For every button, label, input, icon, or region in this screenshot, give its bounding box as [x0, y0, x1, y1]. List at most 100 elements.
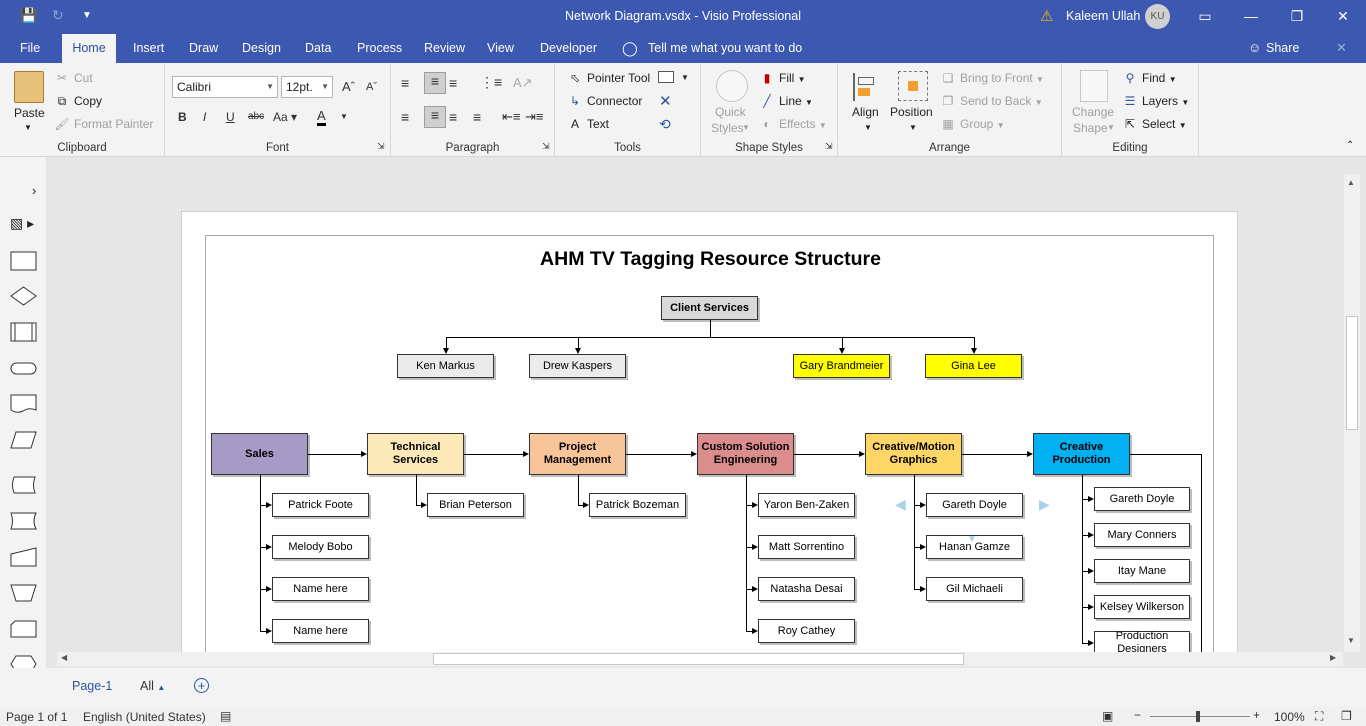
- member-node[interactable]: Matt Sorrentino: [758, 535, 855, 559]
- drawing-canvas[interactable]: AHM TV Tagging Resource Structure Client…: [57, 174, 1343, 652]
- align-icon[interactable]: [853, 73, 875, 101]
- quick-styles-button[interactable]: Quick: [715, 105, 746, 119]
- change-case-icon[interactable]: Aa ▾: [273, 110, 298, 124]
- tab-draw[interactable]: Draw: [189, 41, 219, 55]
- group-button[interactable]: ▦Group ▼: [940, 117, 1004, 131]
- member-node[interactable]: Production Designers: [1094, 630, 1190, 652]
- page-count[interactable]: Page 1 of 1: [6, 710, 68, 724]
- stencil-icon[interactable]: ▧ ▸: [10, 215, 35, 231]
- increase-indent-icon[interactable]: ⇥≡: [525, 109, 544, 124]
- paragraph-dialog-launcher-icon[interactable]: ⇲: [542, 141, 550, 151]
- member-node[interactable]: Mary Conners: [1094, 523, 1190, 547]
- tell-me-search[interactable]: Tell me what you want to do: [648, 41, 803, 55]
- manager-node[interactable]: Gina Lee: [925, 354, 1022, 378]
- layers-button[interactable]: ☰Layers ▼: [1122, 94, 1190, 108]
- decrease-indent-icon[interactable]: ⇤≡: [502, 109, 521, 124]
- fill-button[interactable]: ▮Fill ▼: [759, 71, 806, 85]
- italic-icon[interactable]: I: [203, 110, 207, 124]
- subprocess-shape-icon[interactable]: [10, 322, 37, 342]
- position-button[interactable]: Position: [890, 105, 933, 119]
- tab-home[interactable]: Home: [62, 34, 116, 63]
- send-to-back-button[interactable]: ❐Send to Back ▼: [940, 94, 1043, 108]
- zoom-slider-thumb[interactable]: [1196, 711, 1200, 722]
- horizontal-scrollbar[interactable]: ◀ ▶: [57, 652, 1343, 666]
- minimize-button[interactable]: —: [1244, 8, 1258, 24]
- position-dropdown-icon[interactable]: ▼: [909, 123, 917, 132]
- connector-button[interactable]: ↳Connector: [567, 94, 642, 108]
- font-color-icon[interactable]: A: [317, 109, 326, 126]
- quick-styles-label-2[interactable]: Styles: [711, 121, 744, 135]
- collapse-ribbon-icon[interactable]: ✕: [1336, 40, 1347, 55]
- tab-insert[interactable]: Insert: [133, 41, 165, 55]
- align-left-icon[interactable]: ≡: [401, 109, 410, 125]
- underline-icon[interactable]: U: [226, 110, 235, 124]
- member-node[interactable]: Patrick Bozeman: [589, 493, 686, 517]
- find-button[interactable]: ⚲Find ▼: [1122, 71, 1177, 85]
- scroll-left-icon[interactable]: ◀: [61, 653, 68, 662]
- presentation-mode-icon[interactable]: ▣: [1102, 709, 1114, 723]
- member-node[interactable]: Kelsey Wilkerson: [1094, 595, 1190, 619]
- zoom-level[interactable]: 100%: [1274, 710, 1305, 724]
- document-shape-icon[interactable]: [10, 394, 37, 414]
- shape-styles-dialog-launcher-icon[interactable]: ⇲: [825, 141, 833, 151]
- department-node[interactable]: Project Management: [529, 433, 626, 475]
- align-center-icon[interactable]: ≡: [424, 106, 446, 128]
- member-node[interactable]: Name here: [272, 577, 369, 601]
- paste-button[interactable]: Paste: [14, 106, 45, 120]
- language-status[interactable]: English (United States): [83, 710, 206, 724]
- font-color-dropdown-icon[interactable]: ▼: [340, 112, 348, 121]
- member-node[interactable]: Brian Peterson: [427, 493, 524, 517]
- department-node[interactable]: Custom Solution Engineering: [697, 433, 794, 475]
- member-node[interactable]: Hanan Gamze: [926, 535, 1023, 559]
- terminator-shape-icon[interactable]: [10, 358, 37, 378]
- tab-process[interactable]: Process: [357, 41, 403, 55]
- font-family-select[interactable]: Calibri▼: [172, 76, 278, 98]
- manager-node[interactable]: Drew Kaspers: [529, 354, 626, 378]
- text-direction-icon[interactable]: A↗: [513, 75, 533, 90]
- change-shape-button[interactable]: Change: [1072, 105, 1115, 119]
- change-shape-dropdown-icon[interactable]: ▼: [1107, 123, 1115, 132]
- manual-operation-shape-icon[interactable]: [10, 583, 37, 603]
- font-dialog-launcher-icon[interactable]: ⇲: [377, 141, 385, 151]
- user-name[interactable]: Kaleem Ullah: [1066, 9, 1141, 23]
- cut-button[interactable]: ✂Cut: [54, 71, 93, 85]
- connection-point-icon[interactable]: ⟲: [659, 116, 671, 132]
- manual-input-shape-icon[interactable]: [10, 547, 37, 567]
- tab-data[interactable]: Data: [305, 41, 332, 55]
- customize-quick-access-icon[interactable]: ▼: [82, 10, 92, 21]
- increase-font-icon[interactable]: Aˆ: [342, 79, 355, 94]
- department-node[interactable]: Technical Services: [367, 433, 464, 475]
- change-shape-icon[interactable]: [1080, 70, 1108, 102]
- scroll-up-icon[interactable]: ▲: [1347, 178, 1355, 187]
- paste-icon[interactable]: [14, 71, 44, 103]
- tab-view[interactable]: View: [487, 41, 514, 55]
- align-dropdown-icon[interactable]: ▼: [864, 123, 872, 132]
- tab-design[interactable]: Design: [242, 41, 281, 55]
- member-node[interactable]: Natasha Desai: [758, 577, 855, 601]
- database-shape-icon[interactable]: [10, 475, 37, 495]
- member-node[interactable]: Gareth Doyle: [1094, 487, 1190, 511]
- member-node[interactable]: Yaron Ben-Zaken: [758, 493, 855, 517]
- align-middle-icon[interactable]: ≡: [424, 72, 446, 94]
- align-top-icon[interactable]: ≡: [401, 75, 410, 91]
- rectangle-tool-icon[interactable]: [658, 71, 674, 83]
- department-node[interactable]: Sales: [211, 433, 308, 475]
- add-page-icon[interactable]: +: [194, 678, 209, 693]
- close-button[interactable]: ✕: [1337, 8, 1349, 24]
- bring-to-front-button[interactable]: ❏Bring to Front ▼: [940, 71, 1044, 85]
- tab-developer[interactable]: Developer: [540, 41, 597, 55]
- switch-windows-icon[interactable]: ❐: [1341, 709, 1352, 723]
- redo-icon[interactable]: ↻: [52, 7, 64, 23]
- share-icon[interactable]: ☺: [1248, 40, 1262, 55]
- change-shape-label-2[interactable]: Shape: [1073, 121, 1108, 135]
- align-button[interactable]: Align: [852, 105, 879, 119]
- vertical-scroll-thumb[interactable]: [1346, 316, 1358, 430]
- member-node[interactable]: Patrick Foote: [272, 493, 369, 517]
- page-tab-1[interactable]: Page-1: [72, 679, 113, 693]
- nav-down-icon[interactable]: ▼: [967, 534, 977, 545]
- paste-dropdown-icon[interactable]: ▼: [24, 123, 32, 132]
- shape-tool-dropdown-icon[interactable]: ▼: [681, 73, 689, 82]
- macro-icon[interactable]: ▤: [220, 709, 232, 723]
- member-node[interactable]: Name here: [272, 619, 369, 643]
